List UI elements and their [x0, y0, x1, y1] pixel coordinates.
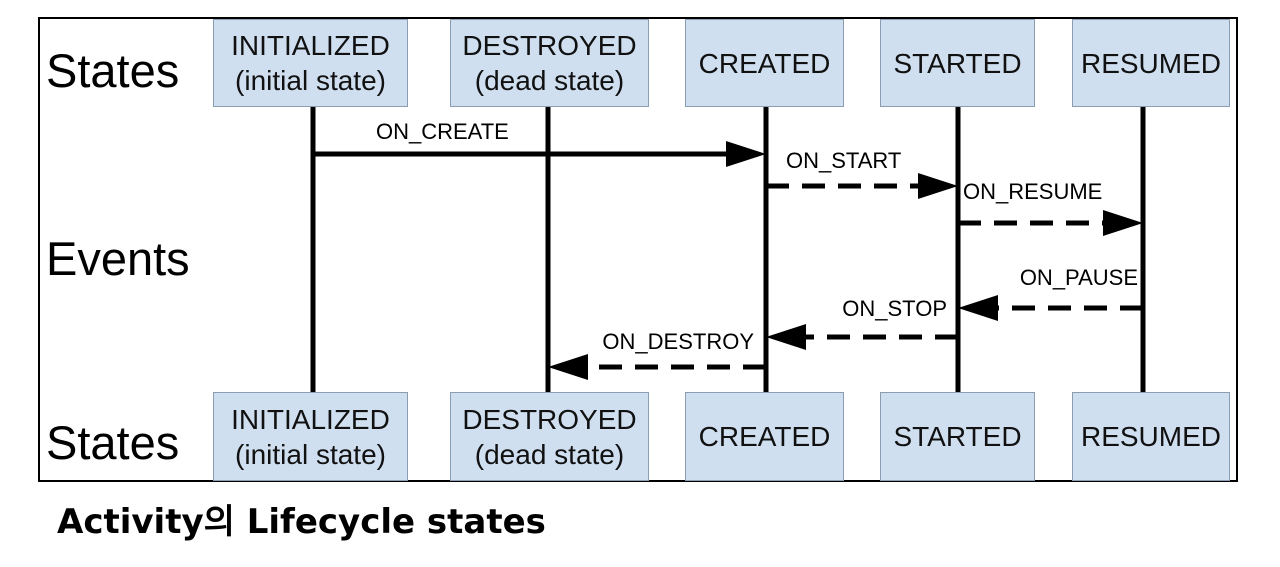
arrow-head-icon: [918, 173, 958, 199]
state-name: STARTED: [893, 421, 1022, 452]
row-label-states-bottom: States: [46, 416, 180, 469]
event-on-pause: ON_PAUSE: [958, 265, 1143, 321]
state-box-created-top: CREATED: [685, 19, 844, 107]
event-on-start: ON_START: [766, 148, 958, 199]
state-name: RESUMED: [1080, 47, 1221, 79]
event-label: ON_STOP: [842, 296, 947, 321]
event-on-stop: ON_STOP: [766, 296, 958, 350]
state-box-started-bottom: STARTED: [880, 392, 1035, 481]
state-box-destroyed-top: DESTROYED (dead state): [450, 19, 649, 107]
event-on-resume: ON_RESUME: [958, 179, 1143, 236]
row-label-states-top: States: [46, 44, 180, 97]
arrow-head-icon: [766, 324, 806, 350]
event-label: ON_CREATE: [376, 119, 509, 144]
state-box-destroyed-bottom: DESTROYED(dead state): [450, 392, 649, 481]
state-note: (initial state): [235, 438, 386, 470]
arrow-head-icon: [548, 354, 588, 380]
row-label-events: Events: [46, 232, 190, 285]
event-label: ON_START: [786, 148, 901, 173]
state-box-started-top: STARTED: [880, 19, 1035, 107]
state-box-resumed-top: RESUMED: [1072, 19, 1230, 107]
event-on-create: ON_CREATE: [313, 119, 766, 167]
state-note: (dead state): [474, 438, 625, 470]
caption: Activity의 Lifecycle states: [57, 502, 546, 542]
state-box-resumed-bottom: RESUMED: [1072, 392, 1230, 481]
arrow-head-icon: [726, 141, 766, 167]
state-note: (initial state): [235, 65, 386, 96]
lifecycle-lines: ON_CREATE ON_START ON_RESUME ON_PAUSE ON_STO…: [310, 107, 1146, 392]
state-name: DESTROYED: [462, 403, 637, 435]
state-note: (dead state): [474, 65, 625, 96]
state-box-initialized-bottom: INITIALIZED(initial state): [213, 392, 408, 481]
state-name: INITIALIZED: [231, 403, 390, 435]
state-name: CREATED: [698, 421, 831, 452]
state-box-created-bottom: CREATED: [685, 392, 844, 481]
state-box-initialized-top: INITIALIZED (initial state): [213, 19, 408, 107]
arrow-head-icon: [958, 295, 998, 321]
state-name: INITIALIZED: [231, 30, 390, 61]
event-label: ON_DESTROY: [602, 329, 754, 354]
arrow-head-icon: [1103, 210, 1143, 236]
event-label: ON_RESUME: [963, 179, 1102, 204]
event-label: ON_PAUSE: [1020, 265, 1138, 290]
state-name: STARTED: [893, 47, 1022, 79]
lifecycle-diagram: ON_CREATE ON_START ON_RESUME ON_PAUSE ON_STO…: [38, 17, 1238, 482]
event-on-destroy: ON_DESTROY: [548, 329, 766, 380]
state-name: DESTROYED: [462, 30, 637, 61]
state-name: CREATED: [698, 47, 831, 79]
state-name: RESUMED: [1080, 421, 1221, 452]
